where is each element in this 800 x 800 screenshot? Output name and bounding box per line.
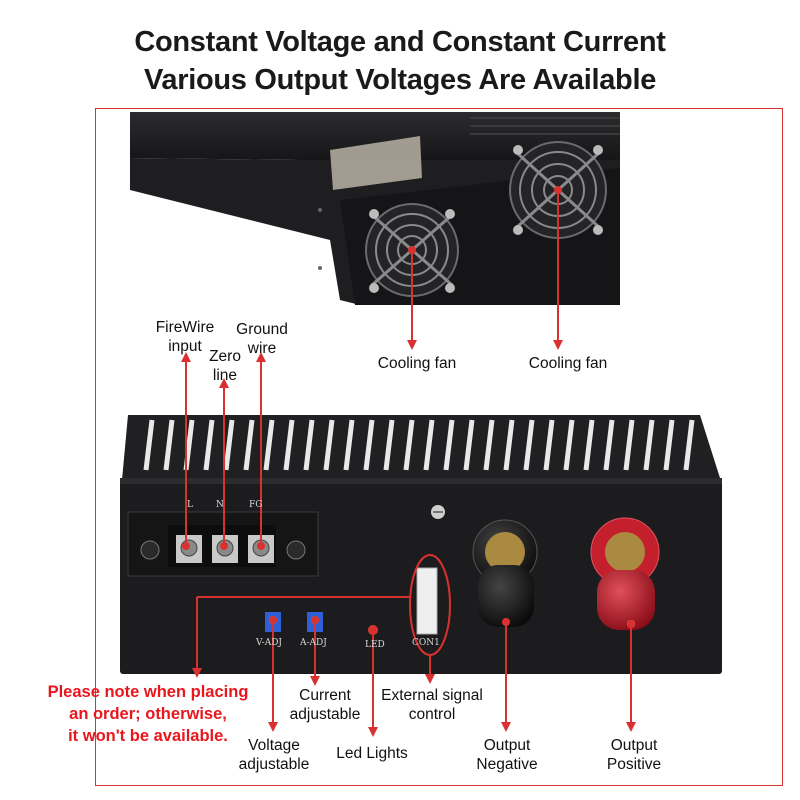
callout-lines — [181, 186, 636, 737]
marking-v-adj: V-ADJ — [256, 638, 283, 648]
con1-connector — [416, 567, 438, 635]
label-cooling-fan-2: Cooling fan — [528, 355, 608, 372]
vent-slots — [143, 419, 695, 471]
image-frame — [95, 108, 783, 786]
terminal-marking-l: L — [187, 500, 193, 510]
terminal-marking-n: N — [216, 500, 224, 510]
marking-a-adj: A-ADJ — [300, 638, 327, 648]
label-firewire-input: FireWire input — [155, 319, 215, 355]
label-zero-line: Zero line — [209, 348, 241, 384]
marking-led: LED — [365, 640, 385, 650]
label-led-lights: Led Lights — [336, 745, 408, 762]
label-current-adjustable: Current adjustable — [289, 687, 361, 723]
output-positive-knob — [590, 517, 660, 630]
order-note: Please note when placing an order; other… — [47, 683, 249, 745]
heading-line-2: Various Output Voltages Are Available — [143, 64, 657, 96]
label-cooling-fan-1: Cooling fan — [377, 355, 457, 372]
label-output-negative: Output Negative — [476, 737, 538, 773]
label-ground-wire: Ground wire — [236, 321, 288, 357]
label-external-signal-control: External signal control — [381, 687, 483, 723]
heading-line-1: Constant Voltage and Constant Current — [134, 26, 666, 58]
top-device-photo — [130, 112, 620, 305]
label-voltage-adjustable: Voltage adjustable — [238, 737, 310, 773]
output-negative-knob — [472, 519, 538, 627]
terminal-marking-fg: FG — [249, 500, 263, 510]
marking-con1: CON1 — [412, 638, 440, 648]
label-output-positive: Output Positive — [606, 737, 662, 773]
